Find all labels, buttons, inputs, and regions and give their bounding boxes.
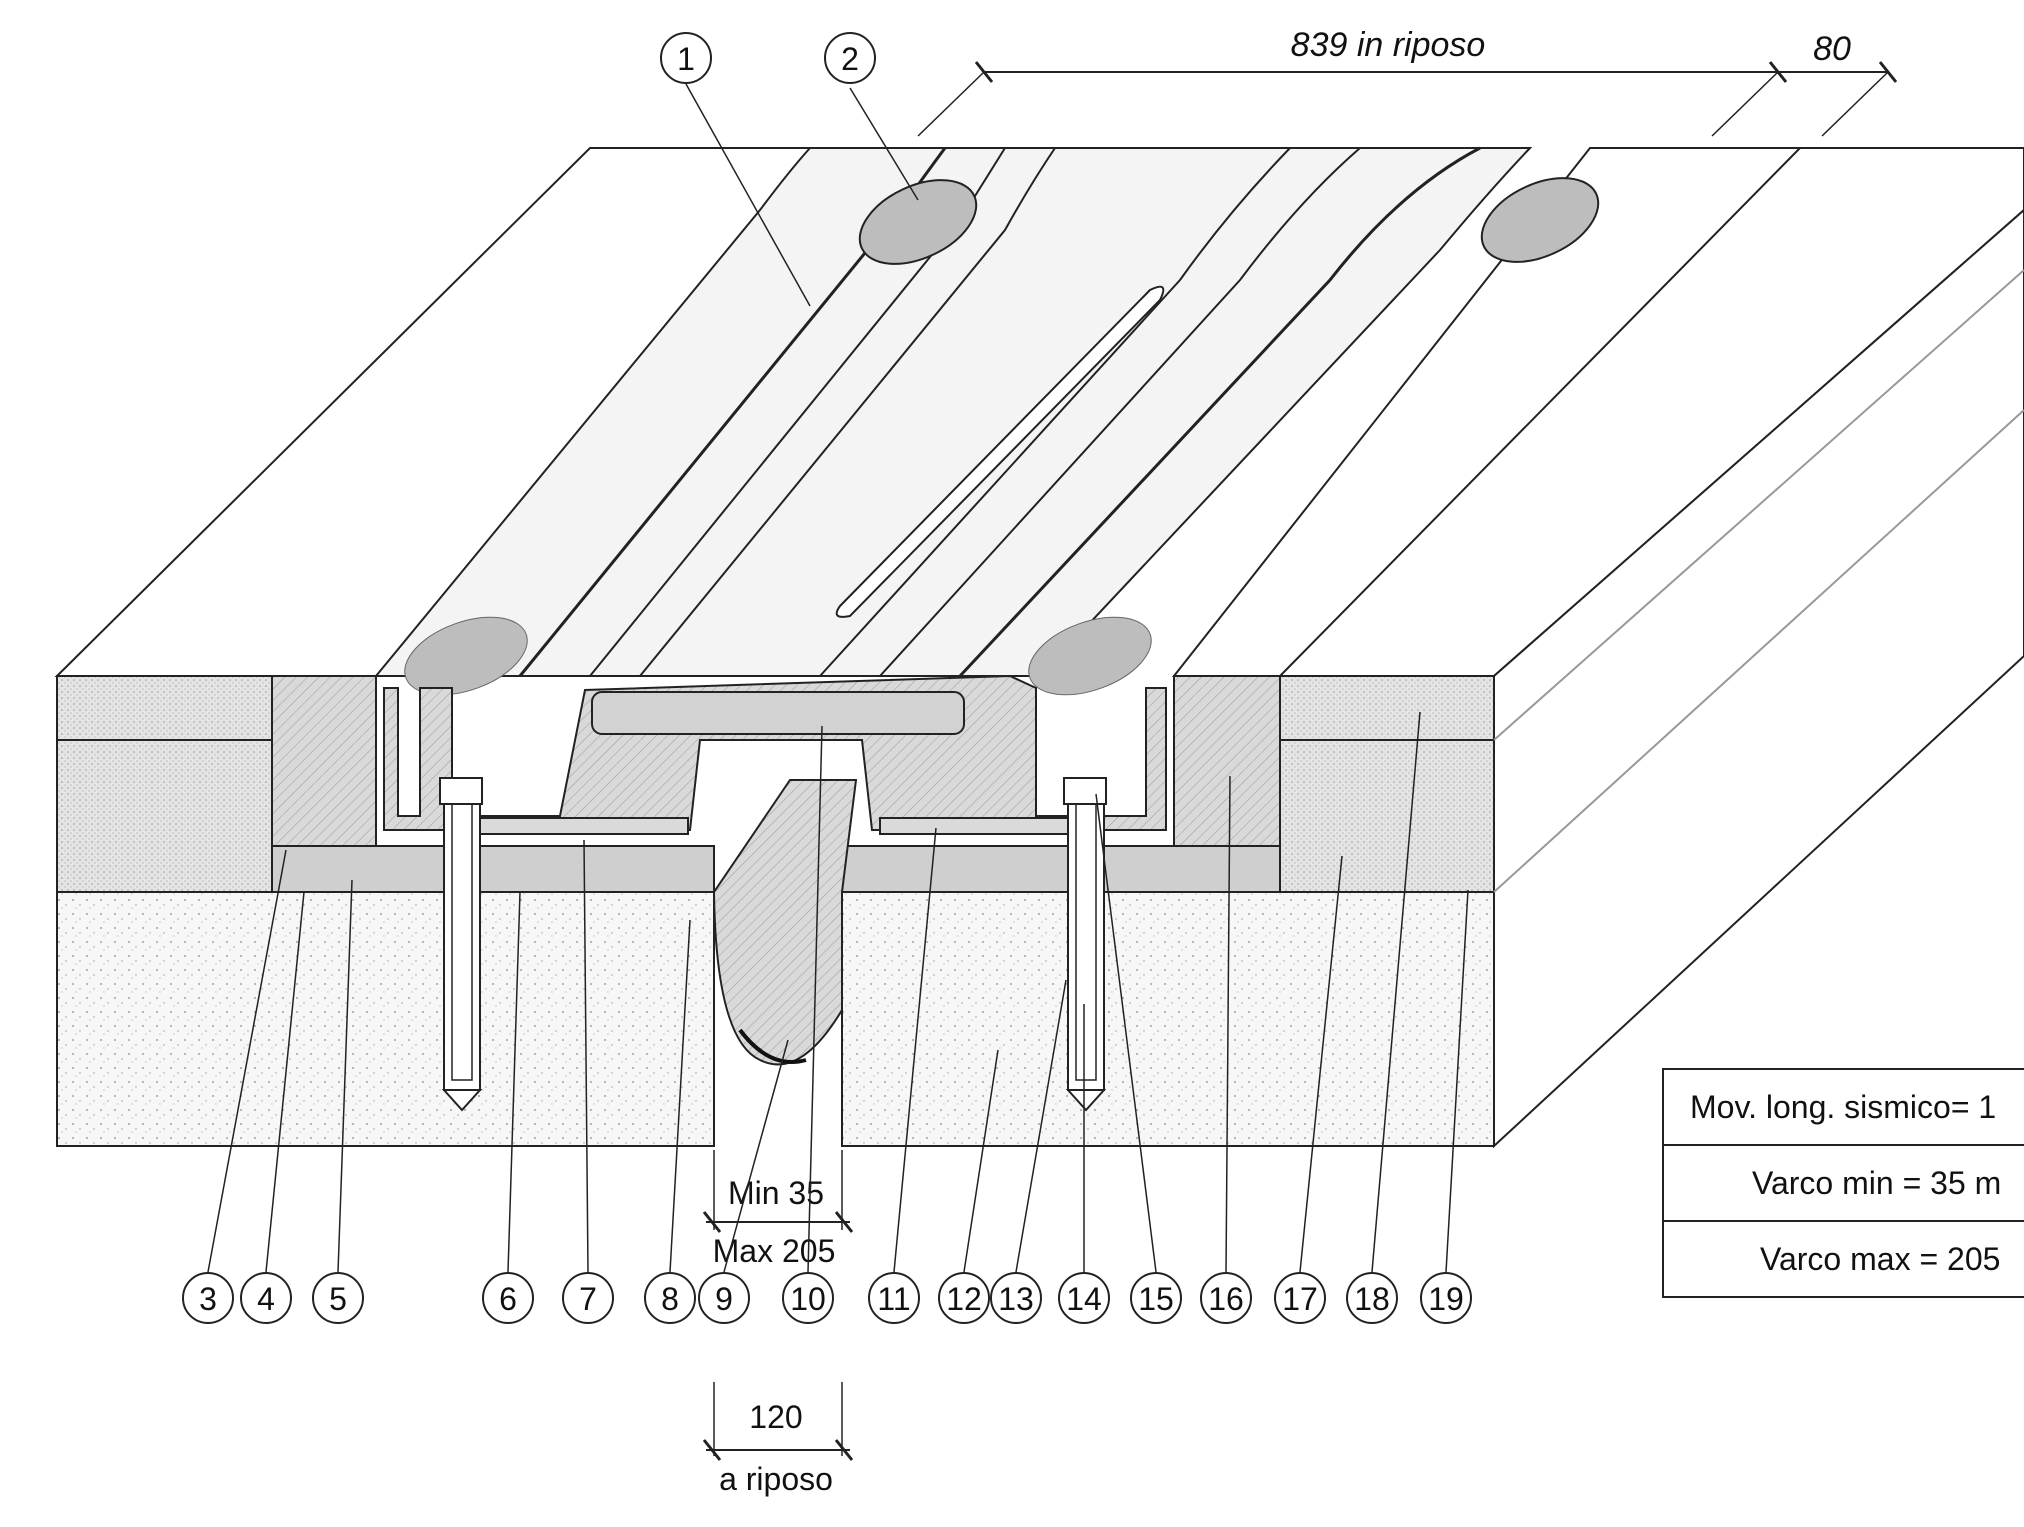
leader-lines — [207, 83, 1469, 1273]
callout-6: 6 — [482, 1272, 534, 1324]
svg-text:6: 6 — [499, 1281, 517, 1317]
spec-row: Varco min = 35 m — [1662, 1144, 2024, 1222]
callout-9: 9 — [698, 1272, 750, 1324]
callout-4: 4 — [240, 1272, 292, 1324]
callout-11: 11 — [868, 1272, 920, 1324]
left-nut — [439, 777, 483, 805]
right-concrete-block — [841, 891, 1495, 1147]
svg-text:11: 11 — [877, 1281, 910, 1317]
top-ext-1 — [917, 71, 985, 137]
callout-7: 7 — [562, 1272, 614, 1324]
svg-text:17: 17 — [1282, 1281, 1318, 1317]
gap-minmax-tick-2 — [834, 1211, 854, 1233]
spec-gap-max: Varco max = 205 — [1662, 1220, 2024, 1298]
svg-text:12: 12 — [946, 1281, 982, 1317]
right-bolt-cap-front — [1028, 616, 1152, 696]
right-transition-block — [1173, 675, 1281, 847]
callout-17: 17 — [1274, 1272, 1326, 1324]
right-pavement-bottom — [1279, 739, 1495, 893]
right-anchor-tip — [1065, 1089, 1107, 1112]
svg-text:3: 3 — [199, 1281, 217, 1317]
profile-groove-5 — [879, 147, 1361, 677]
right-side-face — [1493, 208, 2024, 1149]
gap-rest-label: 120 — [749, 1399, 802, 1435]
drainage-channel-bottom — [738, 1028, 807, 1064]
gap-rest-tick-2 — [834, 1439, 854, 1461]
svg-text:10: 10 — [790, 1281, 826, 1317]
right-bedding-mortar — [841, 845, 1281, 893]
callout-1: 1 — [660, 32, 712, 84]
callout-14: 14 — [1058, 1272, 1110, 1324]
svg-text:4: 4 — [257, 1281, 275, 1317]
svg-text:1: 1 — [677, 41, 695, 77]
svg-text:18: 18 — [1354, 1281, 1390, 1317]
spec-table: Mov. long. sismico= 1 Varco min = 35 m V… — [1662, 1068, 2024, 1298]
right-bolt-cap-top — [1480, 177, 1600, 263]
gap-minmax-tick-1 — [702, 1211, 722, 1233]
rubber-profile-surface — [373, 147, 1533, 677]
callout-13: 13 — [990, 1272, 1042, 1324]
svg-text:5: 5 — [329, 1281, 347, 1317]
callout-5: 5 — [312, 1272, 364, 1324]
left-bolt-cap-top — [858, 179, 978, 265]
callout-3: 3 — [182, 1272, 234, 1324]
gap-min-label: Min 35 — [728, 1175, 824, 1211]
callout-18: 18 — [1346, 1272, 1398, 1324]
spec-row: Varco max = 205 — [1662, 1220, 2024, 1298]
svg-text:7: 7 — [579, 1281, 597, 1317]
profile-groove-6 — [958, 146, 1481, 678]
callout-16: 16 — [1200, 1272, 1252, 1324]
side-width-label: 80 — [1813, 30, 1851, 68]
callout-10: 10 — [782, 1272, 834, 1324]
gap-rest-caption: a riposo — [719, 1461, 833, 1497]
profile-slot — [835, 285, 1165, 618]
callout-2: 2 — [824, 32, 876, 84]
svg-text:16: 16 — [1208, 1281, 1244, 1317]
callout-15: 15 — [1130, 1272, 1182, 1324]
right-edge-line — [1279, 147, 1801, 677]
left-bedding-mortar — [271, 845, 715, 893]
callout-12: 12 — [938, 1272, 990, 1324]
svg-text:15: 15 — [1138, 1281, 1174, 1317]
svg-text:8: 8 — [661, 1281, 679, 1317]
left-anchor-tip — [441, 1089, 483, 1112]
joint-profile-section — [383, 674, 1167, 831]
drainage-channel — [712, 779, 858, 1066]
profile-groove-3 — [639, 147, 1056, 677]
callout-8: 8 — [644, 1272, 696, 1324]
rest-width-label: 839 in riposo — [1291, 26, 1486, 64]
left-bolt-cap-front — [404, 616, 528, 696]
spec-row: Mov. long. sismico= 1 — [1662, 1068, 2024, 1146]
top-cover-plate — [591, 691, 965, 735]
gap-rest-tick-1 — [702, 1439, 722, 1461]
right-layer-line — [1493, 269, 2024, 741]
svg-text:2: 2 — [841, 41, 859, 77]
right-nut — [1063, 777, 1107, 805]
spec-seismic-movement: Mov. long. sismico= 1 — [1662, 1068, 2024, 1146]
right-layer-line-2 — [1493, 409, 2024, 893]
callout-19: 19 — [1420, 1272, 1472, 1324]
svg-text:13: 13 — [998, 1281, 1034, 1317]
svg-text:19: 19 — [1428, 1281, 1464, 1317]
profile-groove-4 — [819, 147, 1291, 677]
top-ext-3 — [1821, 71, 1889, 137]
svg-text:9: 9 — [715, 1281, 733, 1317]
left-pavement-bottom — [56, 739, 273, 893]
spec-gap-min: Varco min = 35 m — [1662, 1144, 2024, 1222]
svg-text:14: 14 — [1066, 1281, 1102, 1317]
top-ext-2 — [1711, 71, 1779, 137]
left-concrete-block — [56, 891, 715, 1147]
